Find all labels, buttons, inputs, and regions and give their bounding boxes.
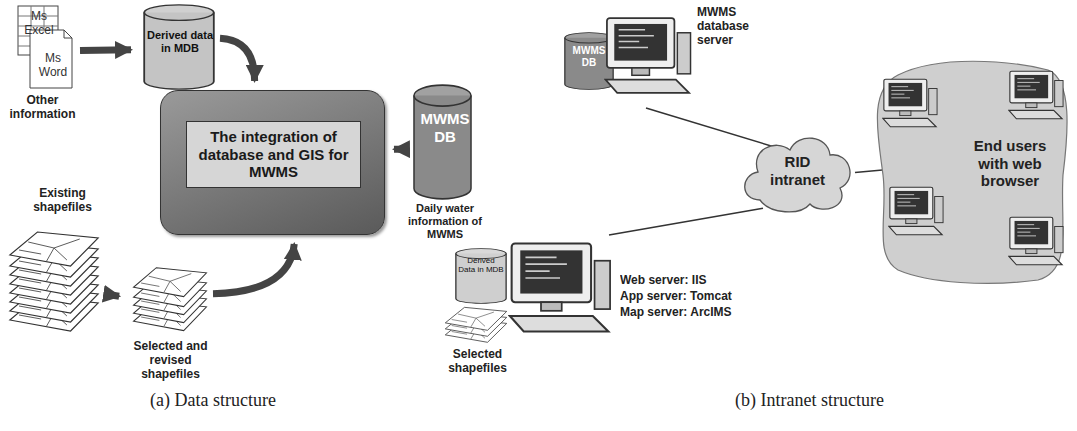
flow-arrow (394, 146, 405, 153)
node-label: End users with web browser (960, 137, 1060, 190)
document-icon (18, 6, 72, 88)
node-label: Selected shapefiles (440, 347, 515, 375)
node-label: Ms Excel (20, 9, 58, 37)
shapefile-node: Selected and revised shapefiles (128, 255, 213, 384)
network-link (646, 108, 775, 147)
node-label: Existing shapefiles (25, 186, 100, 214)
node-label: Derived Data in MDB (458, 256, 504, 275)
flow-arrow (105, 294, 119, 296)
shapefile-stack (10, 232, 98, 331)
network-link (609, 208, 763, 235)
node-label: Web server: IIS (620, 273, 765, 287)
shapefile-node: Existing shapefiles (5, 186, 105, 336)
sub-caption: (b) Intranet structure (735, 390, 884, 411)
network-link (855, 170, 882, 173)
flow-arrow (80, 46, 131, 54)
node-label: Other information (5, 93, 80, 121)
node-label: App server: Tomcat (620, 289, 765, 303)
network-cloud: RID intranet (740, 130, 855, 215)
node-label: MWMS DB (566, 45, 612, 69)
node-label: Map server: ArcIMS (620, 305, 765, 319)
document-node: Ms Excel Ms WordOther information (5, 3, 80, 128)
database-cylinder: Derived data in MDB (140, 3, 220, 91)
process-box: The integration of database and GIS for … (160, 90, 385, 235)
node-label: Selected and revised shapefiles (128, 339, 213, 381)
user-region: End users with web browser (868, 55, 1075, 285)
node-label: MWMS DB (415, 110, 475, 145)
node-label: Ms Word (33, 51, 73, 79)
shapefile-stack (445, 307, 506, 342)
user-region (868, 55, 1075, 285)
node-label: MWMS database server (697, 5, 775, 47)
shapefile-stack (134, 268, 207, 331)
server-node: MWMS DB MWMS database server (560, 3, 775, 108)
database-cylinder: MWMS DB Daily water information of MWMS (405, 82, 485, 242)
node-label: Derived data in MDB (146, 29, 214, 55)
flow-arrow (220, 38, 255, 81)
server-node: Derived Data in MDB Web server: IIS App se… (440, 235, 765, 380)
node-label: Daily water information of MWMS (405, 202, 485, 241)
node-label: RID intranet (762, 153, 833, 188)
flow-arrow (213, 244, 294, 294)
sub-caption: (a) Data structure (150, 390, 276, 411)
node-label: The integration of database and GIS for … (186, 121, 361, 188)
